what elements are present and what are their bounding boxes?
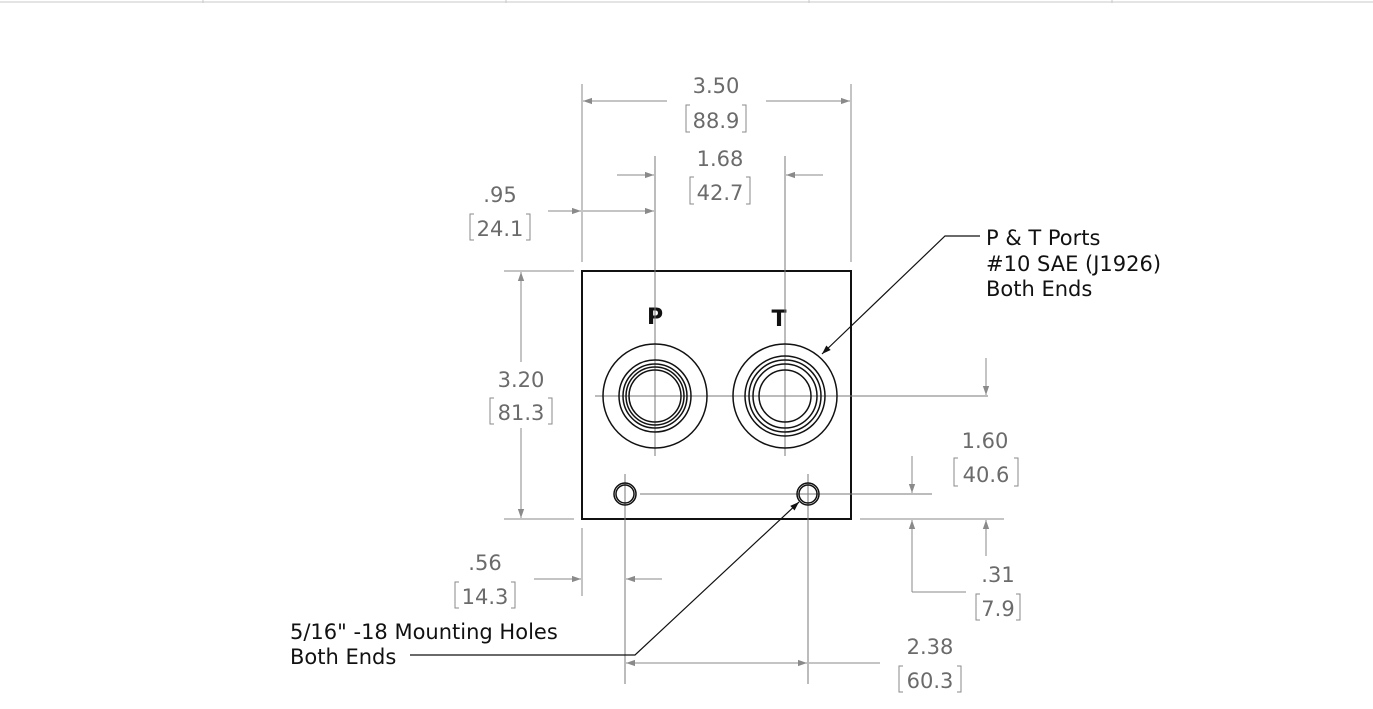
holes-callout: 5/16" -18 Mounting Holes Both Ends <box>290 501 800 669</box>
dim-port-spacing-mm: 42.7 <box>697 181 744 205</box>
dim-port-spacing: 1.68 42.7 <box>617 147 823 205</box>
port-p <box>602 343 708 449</box>
dim-hole-offset-y-inch: .31 <box>981 563 1014 587</box>
holes-note-line2: Both Ends <box>290 645 396 669</box>
ports-note-line3: Both Ends <box>986 277 1092 301</box>
dim-port-offset-x-inch: .95 <box>483 183 516 207</box>
dim-hole-spacing: 2.38 60.3 <box>626 635 962 693</box>
dim-overall-width-inch: 3.50 <box>693 74 740 98</box>
dim-port-height: 1.60 40.6 <box>908 358 1019 493</box>
dim-hole-offset-x-inch: .56 <box>468 551 501 575</box>
ports-note-line2: #10 SAE (J1926) <box>986 252 1161 276</box>
centerlines <box>595 156 988 684</box>
ports-callout: P & T Ports #10 SAE (J1926) Both Ends <box>821 226 1161 355</box>
holes-note-line1: 5/16" -18 Mounting Holes <box>290 620 558 644</box>
dim-hole-offset-x-mm: 14.3 <box>462 585 509 609</box>
dim-overall-width: 3.50 88.9 <box>583 74 850 133</box>
port-t <box>732 343 838 449</box>
dim-overall-height: 3.20 81.3 <box>489 272 553 518</box>
manifold-block-outline <box>581 270 852 520</box>
extension-lines <box>504 84 1004 596</box>
dim-hole-spacing-inch: 2.38 <box>907 635 954 659</box>
dim-port-offset-x-mm: 24.1 <box>477 217 524 241</box>
dim-port-height-inch: 1.60 <box>962 429 1009 453</box>
dim-hole-offset-y: .31 7.9 <box>908 520 1021 621</box>
dim-port-spacing-inch: 1.68 <box>697 147 744 171</box>
port-t-label: T <box>771 307 786 332</box>
dim-hole-offset-y-mm: 7.9 <box>981 597 1014 621</box>
ports-note-line1: P & T Ports <box>986 226 1100 250</box>
dim-hole-spacing-mm: 60.3 <box>907 669 954 693</box>
dim-overall-width-mm: 88.9 <box>693 109 740 133</box>
sheet-frame <box>0 0 1373 3</box>
dim-hole-offset-x: .56 14.3 <box>454 551 662 609</box>
dim-overall-height-inch: 3.20 <box>498 368 545 392</box>
mounting-holes <box>613 482 820 506</box>
dim-port-height-mm: 40.6 <box>963 463 1010 487</box>
dim-overall-height-mm: 81.3 <box>498 401 545 425</box>
dim-port-offset-x: .95 24.1 <box>469 183 654 241</box>
